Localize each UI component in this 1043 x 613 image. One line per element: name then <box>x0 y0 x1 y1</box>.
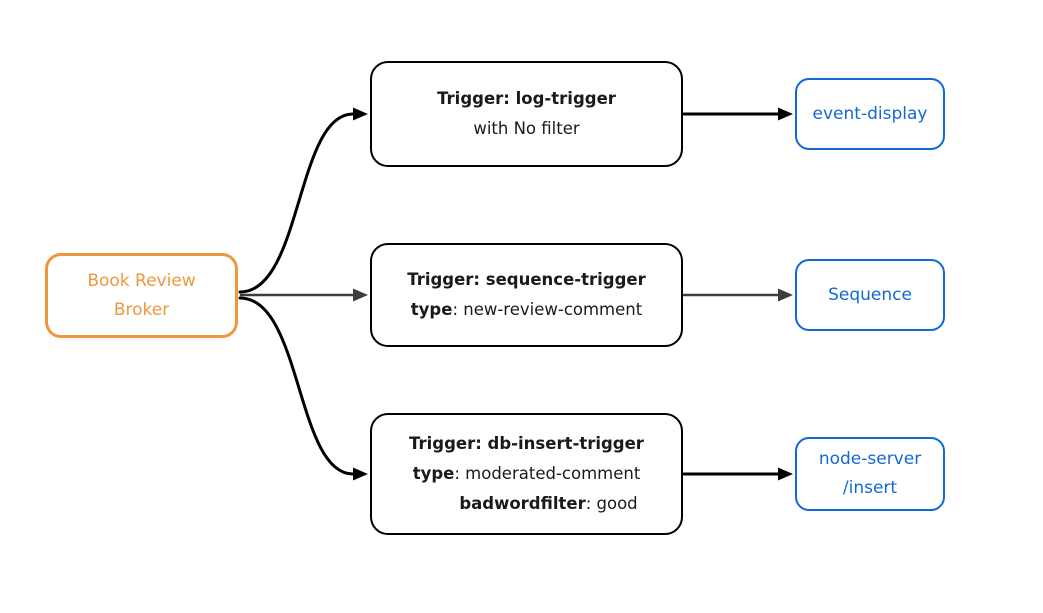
node-sink-event-display: event-display <box>795 78 945 150</box>
trigger-log-subtitle: with No filter <box>473 119 580 138</box>
sink-sequence-label: Sequence <box>828 284 912 305</box>
edge-broker-to-trigger-db-insert <box>238 296 368 481</box>
node-broker: Book Review Broker <box>45 253 238 338</box>
trigger-db-insert-attr1-value: : moderated-comment <box>454 464 641 483</box>
trigger-db-insert-attr1: type: moderated-comment <box>413 459 641 489</box>
node-sink-sequence: Sequence <box>795 259 945 331</box>
node-trigger-sequence: Trigger: sequence-trigger type: new-revi… <box>370 243 683 347</box>
trigger-db-insert-title: Trigger: db-insert-trigger <box>409 434 644 453</box>
trigger-sequence-title: Trigger: sequence-trigger <box>407 270 646 289</box>
edge-broker-to-trigger-log <box>238 107 368 294</box>
node-trigger-log: Trigger: log-trigger with No filter <box>370 61 683 167</box>
sink-node-server-label-line2: /insert <box>842 478 898 498</box>
node-sink-node-server: node-server /insert <box>795 437 945 511</box>
trigger-db-insert-attr2: badwordfilter: good <box>459 489 637 519</box>
broker-label-line2: Broker <box>113 299 170 320</box>
broker-label-line1: Book Review <box>87 270 196 291</box>
trigger-log-title: Trigger: log-trigger <box>437 89 616 108</box>
sink-node-server-label-line1: node-server <box>818 449 922 469</box>
sink-event-display-label: event-display <box>812 103 928 124</box>
trigger-db-insert-attr1-key: type <box>412 464 455 483</box>
trigger-db-insert-attr2-value: : good <box>585 494 638 513</box>
trigger-sequence-attr-key: type <box>410 300 453 319</box>
node-trigger-db-insert: Trigger: db-insert-trigger type: moderat… <box>370 413 683 535</box>
trigger-sequence-attr-value: : new-review-comment <box>452 300 643 319</box>
trigger-db-insert-attr2-key: badwordfilter <box>459 494 586 513</box>
trigger-sequence-attr: type: new-review-comment <box>411 295 642 325</box>
